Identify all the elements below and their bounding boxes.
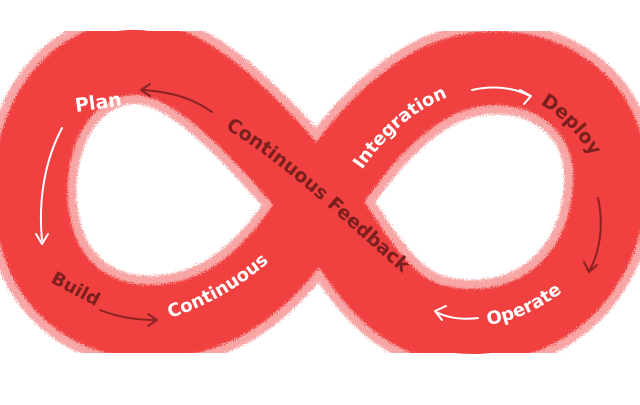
arrow-integration-to-deploy-head xyxy=(519,89,532,105)
arrow-deploy-to-operate-head xyxy=(583,261,598,273)
arrow-plan-to-build-head xyxy=(35,233,49,245)
arrow-operate-to-feedback-head xyxy=(434,305,447,321)
arrow-operate-to-feedback xyxy=(435,311,479,320)
arrow-to-plan-head xyxy=(140,83,151,97)
arrow-build-to-continuous xyxy=(99,309,156,321)
arrow-deploy-to-operate xyxy=(589,197,602,271)
flow-arrows xyxy=(35,83,602,327)
arrow-build-to-continuous-head xyxy=(147,313,158,327)
arrow-plan-to-build xyxy=(39,127,63,241)
arrow-to-plan xyxy=(141,89,213,113)
